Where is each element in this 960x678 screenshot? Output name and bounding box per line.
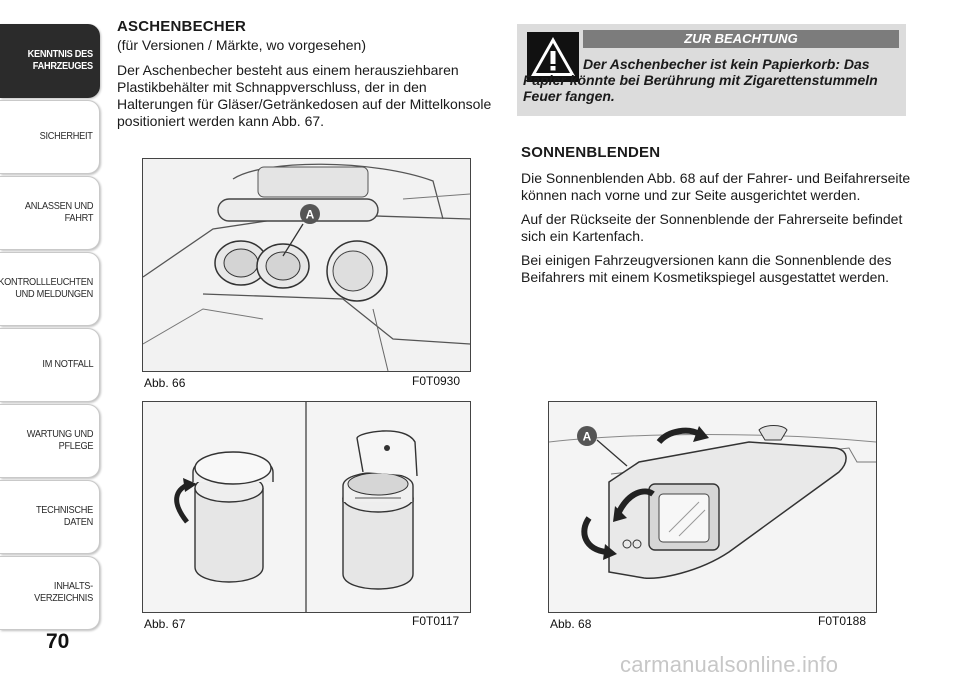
warning-triangle-icon <box>527 32 579 82</box>
tab-label: WARTUNG UND PFLEGE <box>26 429 94 452</box>
tab-label: SICHERHEIT <box>40 131 93 142</box>
sunvisor-title: SONNENBLENDEN <box>521 144 661 161</box>
figure-66-console-illustration: A <box>142 158 471 372</box>
ashtray-text: Der Aschenbecher besteht aus einem herau… <box>117 62 492 129</box>
warning-heading: ZUR BEACHTUNG <box>583 30 899 48</box>
tab-sicherheit[interactable]: SICHERHEIT <box>0 100 100 174</box>
sunvisor-paragraph-1: Die Sonnenblenden Abb. 68 auf der Fahrer… <box>521 170 911 203</box>
ashtray-subtitle: (für Versionen / Märkte, wo vorgesehen) <box>117 37 367 53</box>
ashtray-section: ASCHENBECHER (für Versionen / Märkte, wo… <box>117 18 497 130</box>
tab-im-notfall[interactable]: IM NOTFALL <box>0 328 100 402</box>
tab-label: KENNTNIS DES FAHRZEUGES <box>27 49 93 72</box>
tab-label: INHALTS- VERZEICHNIS <box>34 581 93 604</box>
sunvisor-paragraph-2: Auf der Rückseite der Sonnenblende der F… <box>521 211 903 244</box>
figure-68-caption: Abb. 68 <box>550 617 592 631</box>
figure-66-caption: Abb. 66 <box>144 376 186 390</box>
figure-67-code: F0T0117 <box>412 614 460 628</box>
tab-kenntnis-des-fahrzeuges[interactable]: KENNTNIS DES FAHRZEUGES <box>0 24 100 98</box>
ashtray-title: ASCHENBECHER <box>117 18 247 35</box>
figure-66-code: F0T0930 <box>412 374 461 388</box>
tab-technische-daten[interactable]: TECHNISCHE DATEN <box>0 480 100 554</box>
sunvisor-section: SONNENBLENDEN Die Sonnenblenden Abb. 68 … <box>521 144 911 293</box>
tab-label: ANLASSEN UND FAHRT <box>24 201 94 224</box>
marker-a-fig68 <box>577 426 597 446</box>
tab-wartung-und-pflege[interactable]: WARTUNG UND PFLEGE <box>0 404 100 478</box>
warning-text: Der Aschenbecher ist kein Papierkorb: Da… <box>523 56 878 104</box>
warning-box: ZUR BEACHTUNG Der Aschenbecher ist kein … <box>517 24 906 116</box>
watermark: carmanualsonline.info <box>620 652 839 677</box>
sunvisor-paragraph-3: Bei einigen Fahrzeugversionen kann die S… <box>521 252 892 285</box>
figure-67-caption: Abb. 67 <box>144 617 186 631</box>
figure-68-sunvisor-illustration: A <box>548 401 877 613</box>
figure-68-code: F0T0188 <box>818 614 867 628</box>
tab-label: IM NOTFALL <box>42 359 93 370</box>
tab-inhaltsverzeichnis[interactable]: INHALTS- VERZEICHNIS <box>0 556 100 630</box>
page-number: 70 <box>46 630 70 653</box>
marker-a-label: A <box>583 430 592 444</box>
tab-anlassen-und-fahrt[interactable]: ANLASSEN UND FAHRT <box>0 176 100 250</box>
tab-kontrollleuchten[interactable]: KONTROLLLEUCHTEN UND MELDUNGEN <box>0 252 100 326</box>
tab-label: TECHNISCHE DATEN <box>35 505 93 528</box>
marker-a-label: A <box>306 208 315 222</box>
tab-label: KONTROLLLEUCHTEN UND MELDUNGEN <box>0 277 93 300</box>
marker-a-fig66 <box>300 204 320 224</box>
figure-67-ashtray-illustration <box>142 401 471 613</box>
